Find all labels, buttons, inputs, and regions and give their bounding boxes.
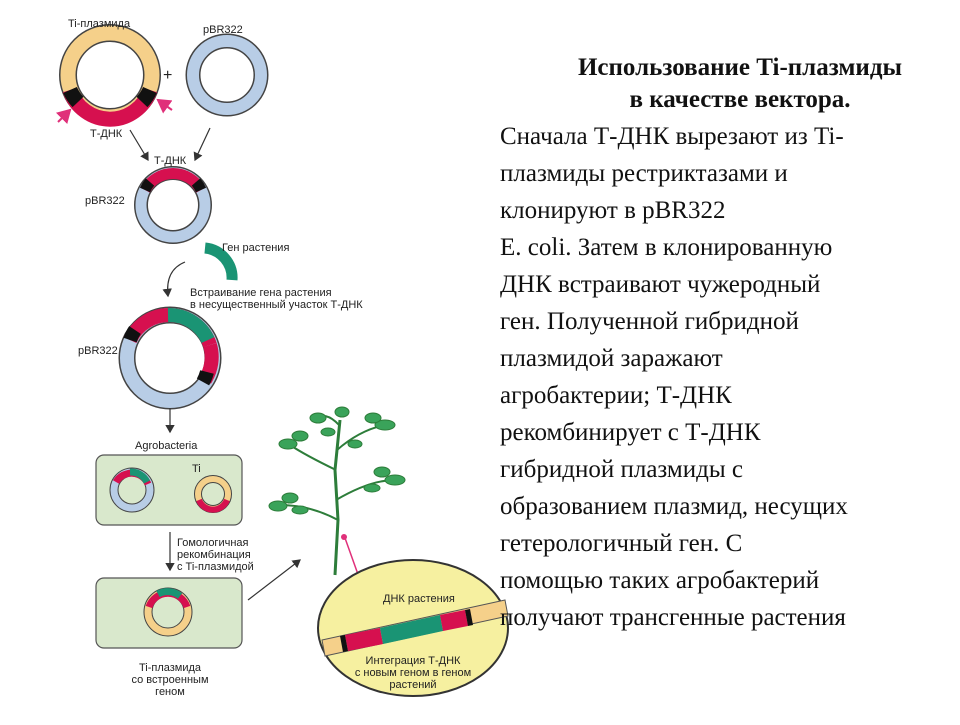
body-line: клонируют в pBR322 xyxy=(500,197,726,224)
pbr322-label-3: pBR322 xyxy=(78,345,118,357)
result-label-3: геном xyxy=(155,686,185,698)
plant-dna-label: ДНК растения xyxy=(383,593,455,605)
title-line-1: Использование Ti-плазмиды xyxy=(577,54,902,81)
body-line: плазмиды рестриктазами и xyxy=(500,160,788,187)
t-dna-label-mid: Т-ДНК xyxy=(154,155,187,167)
ti-plasmid-diagram: Ti-плазмида pBR322 + Т-ДНК Т-ДНК pBR322 … xyxy=(55,18,509,698)
title: Использование Ti-плазмиды в качестве век… xyxy=(500,52,950,116)
ti-plasmid-label: Ti-плазмида xyxy=(68,18,131,30)
diagram-graphics xyxy=(55,24,509,697)
body-line: гетерологичный ген. С xyxy=(500,530,743,557)
body-line: ДНК встраивают чужеродный xyxy=(500,271,821,298)
pbr322-top-label: pBR322 xyxy=(203,24,243,36)
homolog-label-1: Гомологичная xyxy=(177,537,249,549)
integration-label-2: с новым геном в геном xyxy=(354,667,472,679)
description-body: Сначала Т-ДНК вырезают из Ti- плазмиды р… xyxy=(500,118,950,636)
insertion-label-1: Встраивание гена растения xyxy=(190,287,332,299)
plus-sign: + xyxy=(163,67,173,84)
description-panel: Использование Ti-плазмиды в качестве век… xyxy=(500,52,950,636)
body-line: Сначала Т-ДНК вырезают из Ti- xyxy=(500,123,844,150)
ti-label: Ti xyxy=(192,463,201,475)
body-line: образованием плазмид, несущих xyxy=(500,493,848,520)
cut-arrow-left xyxy=(55,108,72,125)
homolog-label-3: с Ti-плазмидой xyxy=(177,561,254,573)
agrobacteria-cell-2 xyxy=(95,577,243,649)
pbr322-ring-top xyxy=(185,33,269,117)
plant-gene-label: Ген растения xyxy=(222,242,290,254)
recombinant-plasmid-ring xyxy=(118,306,222,410)
body-line: помощью таких агробактерий xyxy=(500,567,820,594)
body-line: E. coli. Затем в клонированную xyxy=(500,234,833,261)
plant-illustration xyxy=(268,406,406,576)
pbr322-label-2: pBR322 xyxy=(85,195,125,207)
body-line: получают трансгенные растения xyxy=(500,604,846,631)
agrobacteria-label: Agrobacteria xyxy=(135,440,198,452)
arrow-1b xyxy=(193,127,211,162)
body-line: рекомбинирует с Т-ДНК xyxy=(500,419,761,446)
integration-label-1: Интеграция Т-ДНК xyxy=(365,655,461,667)
result-label-1: Ti-плазмида xyxy=(138,662,202,674)
ti-plasmid-ring xyxy=(59,24,161,127)
plant-gene-fragment xyxy=(204,242,238,281)
result-label-2: со встроенным xyxy=(131,674,209,686)
cut-arrow-right xyxy=(156,98,173,114)
arrow-1a xyxy=(129,129,149,162)
arrow-insert xyxy=(162,261,186,298)
body-line: агробактерии; Т-ДНК xyxy=(500,382,732,409)
pbr322-tdna-ring xyxy=(134,166,212,244)
t-dna-label-left: Т-ДНК xyxy=(90,128,123,140)
body-line: гибридной плазмиды с xyxy=(500,456,743,483)
body-line: плазмидой заражают xyxy=(500,345,723,372)
homolog-label-2: рекомбинация xyxy=(177,549,251,561)
insertion-label-2: в несущественный участок Т-ДНК xyxy=(190,299,363,311)
integration-label-3: растений xyxy=(389,679,437,691)
arrow-to-plant xyxy=(247,559,301,601)
title-line-2: в качестве вектора. xyxy=(629,86,851,113)
body-line: ген. Полученной гибридной xyxy=(500,308,799,335)
integration-ellipse xyxy=(317,559,509,697)
zoom-point xyxy=(341,534,347,540)
agrobacteria-cell-1 xyxy=(95,454,243,526)
